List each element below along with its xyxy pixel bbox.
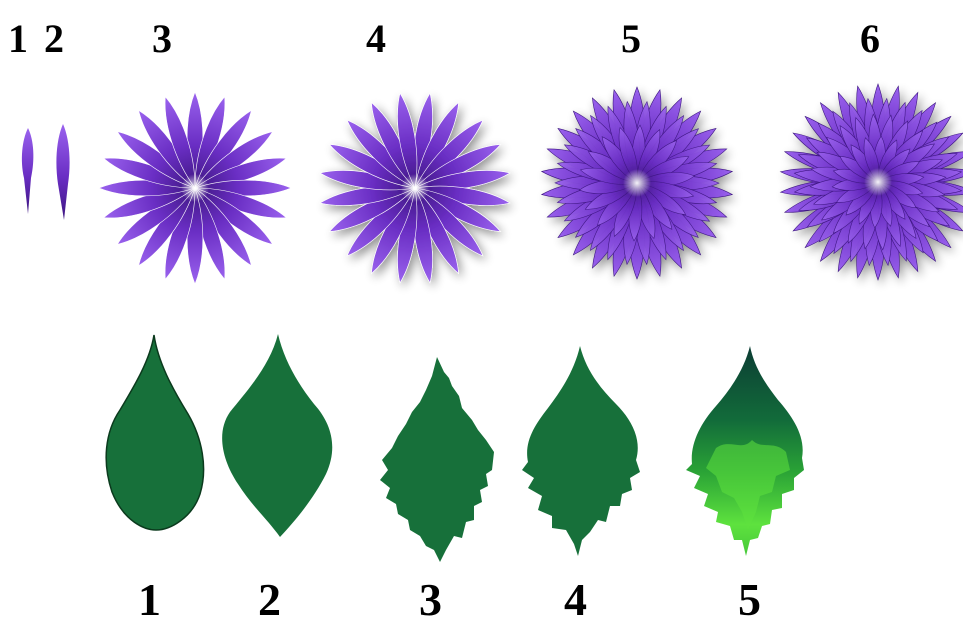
leaf-step-label: 3 (419, 574, 442, 618)
leaf-step-3 (380, 357, 494, 562)
flower-step-label: 4 (366, 16, 386, 61)
single-petal-step-2 (56, 124, 69, 220)
flower-step-label: 2 (44, 16, 64, 61)
leaf-step-label: 2 (258, 574, 281, 618)
flower-step-6 (780, 84, 963, 280)
flower-step-label: 1 (8, 16, 28, 61)
leaf-step-label: 5 (738, 574, 761, 618)
leaf-step-label: 1 (138, 574, 161, 618)
flower-step-label: 6 (860, 16, 880, 61)
flower-center (401, 174, 429, 202)
flower-step-3 (99, 92, 291, 284)
flower-center (623, 169, 651, 197)
flower-step-label: 3 (152, 16, 172, 61)
flower-step-label: 5 (621, 16, 641, 61)
flower-step-4 (319, 92, 511, 284)
leaf-step-label: 4 (564, 574, 587, 618)
flower-step-5 (541, 87, 733, 279)
leaf-step-2 (222, 334, 332, 537)
leaf-step-1 (106, 335, 203, 530)
flower-center (181, 174, 209, 202)
single-petal-step-1 (22, 128, 33, 214)
leaf-step-4 (522, 346, 640, 556)
flower-center (864, 168, 892, 196)
